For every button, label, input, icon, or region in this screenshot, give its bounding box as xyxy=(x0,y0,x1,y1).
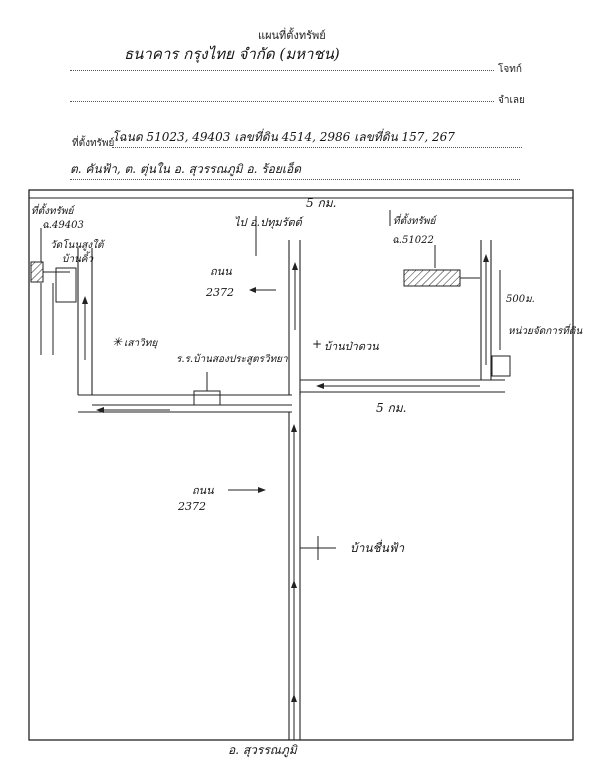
village-bottom-label: บ้านชื่นฟ้า xyxy=(350,539,405,555)
school-label: ร.ร.บ้านสองประสูตรวิทยา xyxy=(176,353,288,365)
right-property-deed: ฉ.51022 xyxy=(392,235,434,246)
map-frame xyxy=(28,189,574,741)
location-label: ที่ตั้งทรัพย์ xyxy=(72,138,115,149)
road-direction-label: ไป อ.ปทุมรัตต์ xyxy=(234,216,305,229)
location-line1: โฉนด 51023, 49403 เลขที่ดิน 4514, 2986 เ… xyxy=(112,130,455,144)
village-right-label: บ้านป่าดวน xyxy=(324,340,379,353)
right-property-hatch xyxy=(403,269,461,287)
office-label: หน่วยจัดการที่ดิน xyxy=(508,323,583,337)
lower-road-number: 2372 xyxy=(177,500,206,513)
plaintiff-line xyxy=(70,70,494,71)
svg-text:✳: ✳ xyxy=(112,335,123,349)
right-property-label: ที่ตั้งทรัพย์ xyxy=(393,213,437,227)
defendant-label: จำเลย xyxy=(498,95,525,106)
school-box xyxy=(193,390,221,406)
location-dotline1 xyxy=(112,147,522,148)
lower-road-label: ถนน xyxy=(192,484,214,497)
defendant-line xyxy=(70,101,494,102)
road-east-label: ถนน xyxy=(210,265,232,278)
distance-500-label: 500ม. xyxy=(506,294,535,305)
mid-road-label: 5 กม. xyxy=(376,401,406,415)
top-road-label: 5 กม. xyxy=(306,196,336,210)
location-line2: ต. คันฟ้า, ต. ตุ่นใน อ. สุวรรณภูมิ อ. ร้… xyxy=(70,162,301,176)
road-east-number: 2372 xyxy=(205,286,234,299)
location-dotline2 xyxy=(70,179,520,180)
office-box xyxy=(491,355,511,377)
left-property-hatch xyxy=(30,261,44,283)
left-property-deed: ฉ.49403 xyxy=(42,220,84,231)
svg-text:+: + xyxy=(312,337,322,351)
tower-label: เสาวิทยุ xyxy=(124,337,158,349)
left-property-label: ที่ตั้งทรัพย์ xyxy=(31,203,75,217)
plaintiff-handwritten: ธนาคาร กรุงไทย จำกัด (มหาชน) xyxy=(124,45,340,63)
district-bottom-label: อ. สุวรรณภูมิ xyxy=(228,743,298,758)
temple-box xyxy=(55,267,77,303)
plaintiff-label: โจทก์ xyxy=(498,64,522,75)
page-title: แผนที่ตั้งทรัพย์ xyxy=(258,29,326,42)
